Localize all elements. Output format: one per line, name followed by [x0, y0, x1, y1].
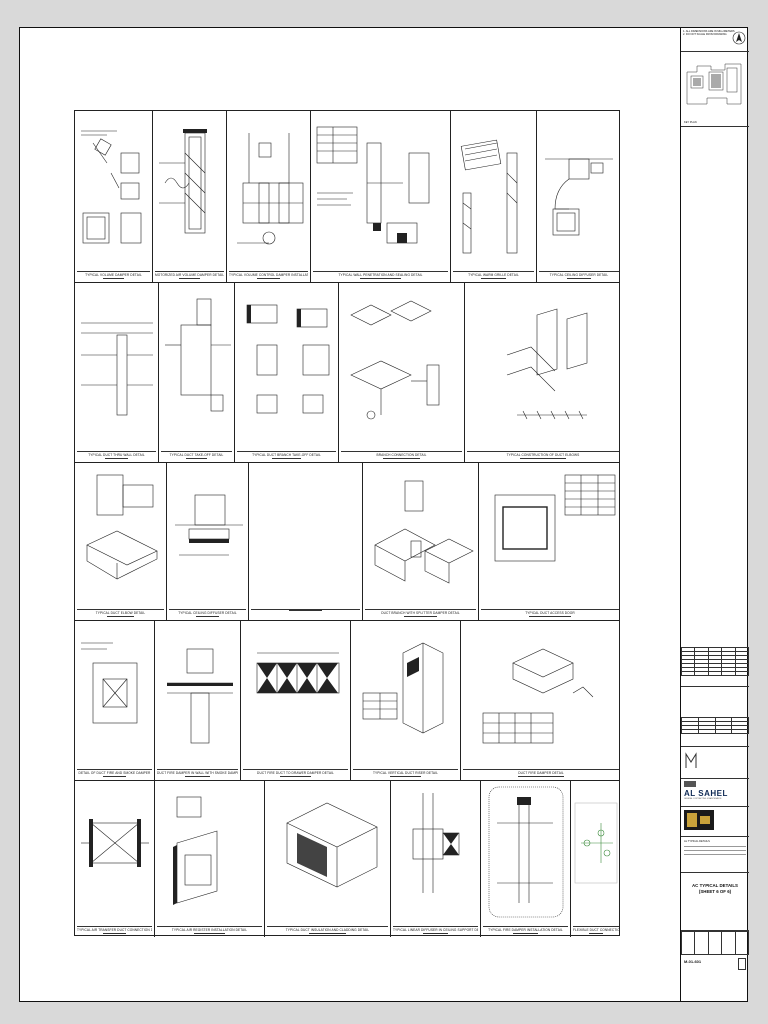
detail-cell: TYPICAL DUCT INSULATION AND CLADDING DET… — [265, 781, 391, 937]
contractor-mark-icon — [684, 781, 696, 787]
detail-cell: DUCT FIRE DUCT TO DRAWER DAMPER DETAIL — [241, 621, 351, 780]
detail-cell: BRANCH CONNECTION DETAIL — [339, 283, 465, 462]
detail-caption: TYPICAL DUCT INSULATION AND CLADDING DET… — [267, 926, 388, 936]
detail-row-4: DETAIL OF DUCT FIRE AND SMOKE DAMPER DUC… — [75, 621, 619, 781]
detail-caption: DUCT BRANCH WITH SPLITTER DAMPER DETAIL — [365, 609, 476, 619]
note-2: 2. DO NOT SCALE FROM DRAWING — [683, 33, 727, 37]
detail-cell: DUCT FIRE DAMPER DETAIL — [461, 621, 621, 780]
detail-caption: FLEXIBLE DUCT CONNECTION TO DIFFUSER DET… — [573, 926, 619, 936]
detail-cell: TYPICAL AIR TRANSFER DUCT CONNECTION DET… — [75, 781, 155, 937]
client-logo — [681, 807, 749, 837]
sheet-number: M-01-601 — [684, 959, 702, 964]
detail-cell: TYPICAL VOLUME DAMPER DETAIL — [75, 111, 153, 282]
detail-caption: TYPICAL CEILING DIFFUSER DETAIL — [539, 271, 619, 281]
detail-caption: MOTORIZED AIR VOLUME DAMPER DETAIL — [155, 271, 224, 281]
detail-cell: TYPICAL CEILING DIFFUSER DETAIL — [167, 463, 249, 620]
detail-cell: DUCT BRANCH WITH SPLITTER DAMPER DETAIL — [363, 463, 479, 620]
detail-caption: TYPICAL VOLUME CONTROL DAMPER INSTALLATI… — [229, 271, 308, 281]
detail-cell: TYPICAL DUCT ELBOW DETAIL — [75, 463, 167, 620]
key-plan: KEY PLAN — [681, 52, 749, 127]
detail-caption: DUCT FIRE DAMPER DETAIL — [463, 769, 619, 779]
detail-caption — [251, 609, 360, 619]
revision-table — [681, 647, 749, 687]
sheet-title-box: AC TYPICAL DETAILS (SHEET 6 OF 6) — [681, 873, 749, 931]
detail-cell: TYPICAL VOLUME CONTROL DAMPER INSTALLATI… — [227, 111, 311, 282]
title-block: 1. ALL DIMENSIONS ARE IN MILLIMETERS 2. … — [680, 28, 749, 1001]
detail-cell: TYPICAL LINEAR DIFFUSER IN CEILING SUPPO… — [391, 781, 481, 937]
detail-caption: TYPICAL VERTICAL DUCT RISER DETAIL — [353, 769, 458, 779]
detail-cell: TYPICAL WARM GRILLE DETAIL — [451, 111, 537, 282]
detail-caption: TYPICAL CEILING DIFFUSER DETAIL — [169, 609, 246, 619]
revision-rows — [681, 647, 749, 676]
key-plan-drawing — [686, 63, 742, 105]
detail-caption: TYPICAL VOLUME DAMPER DETAIL — [77, 271, 150, 281]
project-info: AL TYPICAL DETAILS — [681, 837, 749, 873]
detail-caption: TYPICAL CONSTRUCTION OF DUCT ELBOWS — [467, 451, 619, 461]
revision-box — [738, 958, 746, 970]
detail-cell: MOTORIZED AIR VOLUME DAMPER DETAIL — [153, 111, 227, 282]
detail-cell: TYPICAL CEILING DIFFUSER DETAIL — [537, 111, 621, 282]
detail-caption: TYPICAL WALL PENETRATION AND SEALING DET… — [313, 271, 448, 281]
client-logo-icon — [684, 810, 714, 830]
company-subtitle: GENERAL CONTRACTING & MAINTENANCE — [684, 798, 722, 800]
detail-cell: FLEXIBLE DUCT CONNECTION TO DIFFUSER DET… — [571, 781, 621, 937]
project-name: AL TYPICAL DETAILS — [684, 840, 710, 843]
consultant-logo-icon — [685, 752, 697, 768]
detail-caption: TYPICAL DUCT TAKE-OFF DETAIL — [161, 451, 232, 461]
note-1: 1. ALL DIMENSIONS ARE IN MILLIMETERS — [683, 30, 735, 33]
detail-row-5: TYPICAL AIR TRANSFER DUCT CONNECTION DET… — [75, 781, 619, 937]
detail-cell: DETAIL OF DUCT FIRE AND SMOKE DAMPER — [75, 621, 155, 780]
drawing-meta — [681, 931, 749, 955]
detail-caption: TYPICAL LINEAR DIFFUSER IN CEILING SUPPO… — [393, 926, 478, 936]
detail-cell: TYPICAL DUCT THRU WALL DETAIL — [75, 283, 159, 462]
detail-row-3: TYPICAL DUCT ELBOW DETAIL TYPICAL CEILIN… — [75, 463, 619, 621]
detail-cell: TYPICAL FIRE DAMPER INSTALLATION DETAIL — [481, 781, 571, 937]
detail-cell — [249, 463, 363, 620]
detail-row-1: TYPICAL VOLUME DAMPER DETAIL MOTORIZED A… — [75, 111, 619, 283]
detail-cell: TYPICAL VERTICAL DUCT RISER DETAIL — [351, 621, 461, 780]
issue-rows — [681, 717, 749, 734]
consultant-logo — [681, 747, 749, 779]
detail-grid: TYPICAL VOLUME DAMPER DETAIL MOTORIZED A… — [74, 110, 620, 937]
north-arrow-icon — [732, 31, 746, 45]
detail-caption: DUCT FIRE DAMPER IN WALL WITH SMOKE DAMP… — [157, 769, 238, 779]
detail-caption: TYPICAL DUCT ELBOW DETAIL — [77, 609, 164, 619]
sheet-title: AC TYPICAL DETAILS — [692, 883, 738, 888]
general-notes: 1. ALL DIMENSIONS ARE IN MILLIMETERS 2. … — [681, 28, 749, 52]
key-plan-label: KEY PLAN — [684, 120, 697, 124]
detail-caption: BRANCH CONNECTION DETAIL — [341, 451, 462, 461]
detail-caption: TYPICAL DUCT BRANCH TAKE-OFF DETAIL — [237, 451, 336, 461]
company-name: AL SAHEL — [684, 789, 728, 798]
detail-caption: TYPICAL FIRE DAMPER INSTALLATION DETAIL — [483, 926, 568, 936]
detail-cell: TYPICAL DUCT TAKE-OFF DETAIL — [159, 283, 235, 462]
detail-caption: TYPICAL DUCT ACCESS DOOR — [481, 609, 619, 619]
detail-caption: DETAIL OF DUCT FIRE AND SMOKE DAMPER — [77, 769, 152, 779]
detail-cell: TYPICAL DUCT ACCESS DOOR — [479, 463, 621, 620]
detail-caption: TYPICAL WARM GRILLE DETAIL — [453, 271, 534, 281]
detail-cell: DUCT FIRE DAMPER IN WALL WITH SMOKE DAMP… — [155, 621, 241, 780]
detail-cell: TYPICAL DUCT BRANCH TAKE-OFF DETAIL — [235, 283, 339, 462]
sheet-number-box: M-01-601 — [681, 955, 749, 1003]
sheet-subtitle: (SHEET 6 OF 6) — [698, 888, 732, 894]
detail-row-2: TYPICAL DUCT THRU WALL DETAIL TYPICAL DU… — [75, 283, 619, 463]
detail-caption: DUCT FIRE DUCT TO DRAWER DAMPER DETAIL — [243, 769, 348, 779]
drawing-sheet: TYPICAL VOLUME DAMPER DETAIL MOTORIZED A… — [19, 27, 749, 1002]
meta-cells — [681, 931, 749, 954]
detail-cell: TYPICAL AIR REGISTER INSTALLATION DETAIL — [155, 781, 265, 937]
detail-caption: TYPICAL AIR TRANSFER DUCT CONNECTION DET… — [77, 926, 152, 936]
detail-caption: TYPICAL AIR REGISTER INSTALLATION DETAIL — [157, 926, 262, 936]
blank-area — [681, 127, 749, 647]
detail-cell: TYPICAL CONSTRUCTION OF DUCT ELBOWS — [465, 283, 621, 462]
contractor-logo: AL SAHEL GENERAL CONTRACTING & MAINTENAN… — [681, 779, 749, 807]
detail-cell: TYPICAL WALL PENETRATION AND SEALING DET… — [311, 111, 451, 282]
detail-caption: TYPICAL DUCT THRU WALL DETAIL — [77, 451, 156, 461]
issue-table — [681, 687, 749, 747]
